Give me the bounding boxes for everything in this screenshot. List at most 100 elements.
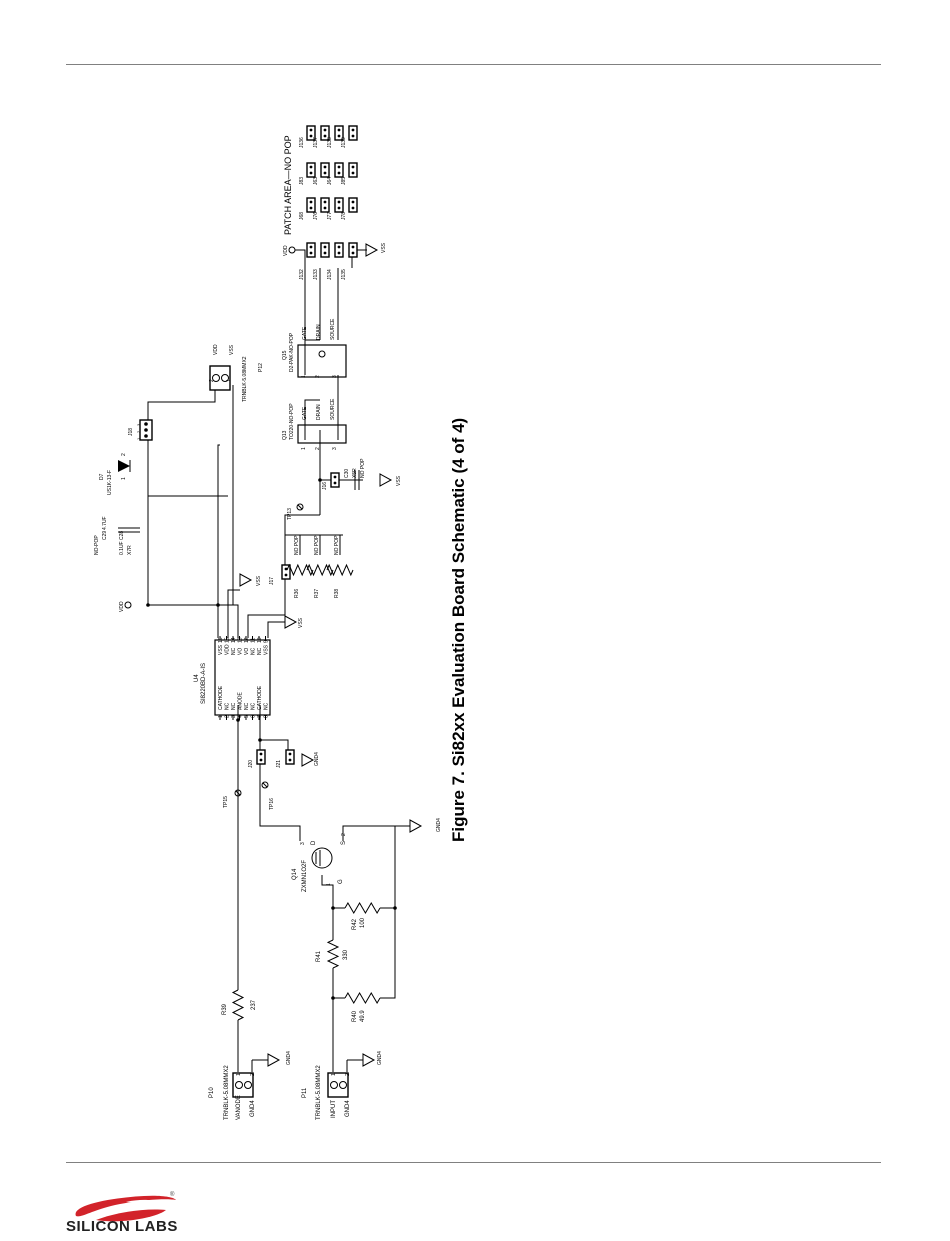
patch-jumper-left-pin-b <box>351 251 355 255</box>
j16-jumper-pin-a <box>333 475 337 479</box>
c29-ref: C29 <box>102 531 108 540</box>
j21-jumper-pin-a <box>288 752 292 756</box>
patch-grid-label: J76 <box>313 212 319 220</box>
u4-pin-name: NC <box>231 702 237 710</box>
d7-n2: 2 <box>121 453 127 456</box>
u4-vss-symbol <box>239 573 253 587</box>
patch-jumper-pin-b <box>323 171 327 175</box>
patch-jumper-body <box>320 197 330 213</box>
p12-ref: P12 <box>258 363 264 372</box>
vdd-pin-main <box>124 601 132 609</box>
patch-left-label: J134 <box>327 269 333 280</box>
u4-pin-num: 11 <box>251 638 257 643</box>
patch-jumper-left-pin-a <box>351 245 355 249</box>
c30-val: X5R <box>352 468 358 478</box>
patch-jumper-pin-a <box>309 128 313 132</box>
u4-pin-num: 6 <box>251 715 257 718</box>
c30-vss-label: VSS <box>396 475 402 486</box>
j21-jumper-body <box>285 749 295 765</box>
patch-jumper-body <box>348 125 358 141</box>
patch-jumper-body <box>306 125 316 141</box>
tp15-testpoint-x <box>235 790 241 796</box>
p11-terminal-screw-a <box>330 1081 338 1089</box>
u4-pin9-vss-label: VSS <box>298 617 304 628</box>
q13-gate: GATE <box>302 406 308 420</box>
j17-label: J17 <box>269 577 275 585</box>
patch-jumper-pin-a <box>323 165 327 169</box>
p12-n1: 2 <box>209 379 215 382</box>
patch-jumper-pin-a <box>351 200 355 204</box>
r36-ref: R36 <box>294 589 300 598</box>
p12-terminal-screw-a <box>212 374 220 382</box>
j17-jumper-body <box>281 564 291 580</box>
p10-gnd4-label: GND4 <box>286 1051 292 1065</box>
patch-jumper-body <box>320 162 330 178</box>
tp16-testpoint-x <box>262 782 268 788</box>
q13-body <box>297 424 347 444</box>
patch-jumper-pin-a <box>337 200 341 204</box>
u4-ref: U4 <box>194 674 200 682</box>
patch-jumper-pin-b <box>337 171 341 175</box>
p11-n2: 2 <box>345 1073 351 1076</box>
tp16-label: TP16 <box>269 798 275 810</box>
q13-source: SOURCE <box>330 398 336 420</box>
patch-jumper-pin-a <box>351 165 355 169</box>
u4-pin-num: 13 <box>238 637 244 643</box>
c29-nopop: NO-POP <box>94 535 100 555</box>
u4-pin-num: 9 <box>264 640 270 643</box>
patch-jumper-left-pin-a <box>309 245 313 249</box>
r41-val: 330 <box>343 949 349 960</box>
patch-jumper-left-pin-b <box>323 251 327 255</box>
tp13-testpoint <box>296 503 304 511</box>
q13-n3: 3 <box>332 447 338 450</box>
p10-part: TRNBLK-5.08MMX2 <box>224 1065 230 1120</box>
r38-resistor <box>326 563 354 577</box>
q14-g: G <box>338 879 344 884</box>
p10-pin1-label: VANODE <box>236 1095 242 1120</box>
patch-jumper-left-body <box>348 242 358 258</box>
u4-pin-name: NC <box>264 702 270 710</box>
patch-jumper-left-pin-a <box>337 245 341 249</box>
p12-n2: 1 <box>226 379 232 382</box>
u4-pin-name: VSS <box>218 644 224 655</box>
patch-jumper-pin-a <box>337 165 341 169</box>
patch-jumper-pin-a <box>309 165 313 169</box>
patch-jumper-body <box>334 125 344 141</box>
p12-part: TRNBLK-5.08MMX2 <box>242 356 248 402</box>
top-rule <box>66 64 881 65</box>
j20-jumper-pin-b <box>259 758 263 762</box>
node-vdd <box>146 603 150 607</box>
r41-resistor <box>326 939 340 969</box>
j20-label: J20 <box>248 760 254 768</box>
q15-n3: 3 <box>332 375 338 378</box>
p12-vss-label: VSS <box>229 344 235 355</box>
p11-part: TRNBLK-5.08MMX2 <box>316 1065 322 1120</box>
u4-pin-num: 15 <box>225 637 231 643</box>
q13-n1: 1 <box>301 447 307 450</box>
r37-resistor <box>306 563 334 577</box>
patch-left-label: J133 <box>313 269 319 280</box>
j18-pin-num: 3 <box>136 423 141 426</box>
q14-s: S <box>341 841 347 845</box>
u4-part: SI8220BD-A-IS <box>201 663 207 704</box>
patch-grid-label: J136 <box>299 137 305 148</box>
q15-gate: GATE <box>302 326 308 340</box>
p12-vdd-label: VDD <box>213 344 219 355</box>
r40-resistor <box>344 992 381 1004</box>
j21-gnd4-label: GND4 <box>314 752 320 766</box>
r39-resistor <box>231 989 245 1021</box>
j21-jumper-pin-b <box>288 758 292 762</box>
p10-terminal-screw-b <box>244 1081 252 1089</box>
j21-label: J21 <box>276 760 282 768</box>
j16-label: J16 <box>322 482 328 490</box>
j18-pin-num: 1 <box>136 437 141 440</box>
r39-val: 237 <box>251 999 257 1010</box>
patch-jumper-left-body <box>334 242 344 258</box>
u4-pin-name: NC <box>225 702 231 710</box>
q15-n1: 1 <box>301 375 307 378</box>
r42-val: 100 <box>360 917 366 928</box>
d7-ref: D7 <box>99 473 105 480</box>
c30-vss-symbol <box>379 473 393 487</box>
patch-vss-symbol <box>365 243 379 257</box>
